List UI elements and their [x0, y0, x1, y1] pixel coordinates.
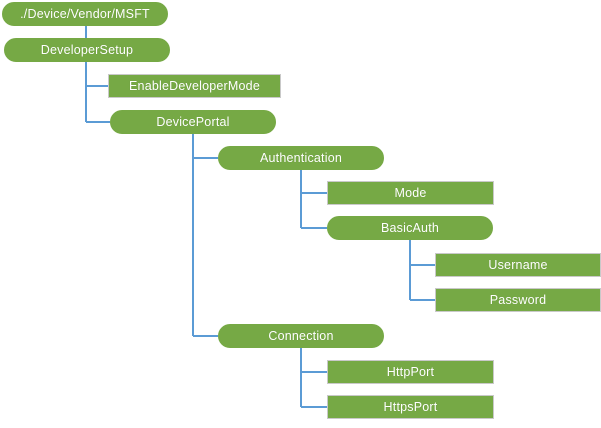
connector-authentication-to-basicauth: [300, 170, 327, 229]
tree-node-label: DeveloperSetup: [40, 42, 134, 57]
tree-node-httpport[interactable]: HttpPort: [327, 360, 494, 384]
tree-node-label: EnableDeveloperMode: [129, 78, 260, 93]
connector-deviceportal-to-connection: [192, 134, 218, 337]
tree-node-developersetup[interactable]: DeveloperSetup: [4, 38, 170, 62]
tree-node-label: BasicAuth: [380, 220, 440, 235]
tree-node-label: Authentication: [259, 150, 343, 165]
tree-node-enabledevelopermode[interactable]: EnableDeveloperMode: [108, 74, 281, 98]
tree-node-basicauth[interactable]: BasicAuth: [327, 216, 493, 240]
tree-node-deviceportal[interactable]: DevicePortal: [110, 110, 276, 134]
connector-connection-to-httpport: [300, 348, 327, 373]
tree-node-mode[interactable]: Mode: [327, 181, 494, 205]
connector-developersetup-to-deviceportal: [85, 62, 110, 123]
tree-node-connection[interactable]: Connection: [218, 324, 384, 348]
connector-authentication-to-mode: [300, 170, 327, 194]
tree-node-label: Connection: [268, 328, 334, 343]
tree-node-httpsport[interactable]: HttpsPort: [327, 395, 494, 419]
tree-node-label: HttpsPort: [383, 399, 438, 414]
connector-connection-to-httpsport: [300, 348, 327, 408]
connector-deviceportal-to-authentication: [192, 134, 218, 159]
tree-node-label: Mode: [394, 185, 427, 200]
connector-basicauth-to-password: [409, 240, 435, 301]
tree-node-label: DevicePortal: [156, 114, 230, 129]
tree-node-authentication[interactable]: Authentication: [218, 146, 384, 170]
tree-node-password[interactable]: Password: [435, 288, 601, 312]
connector-developersetup-to-enabledevelopermode: [85, 62, 108, 87]
tree-node-username[interactable]: Username: [435, 253, 601, 277]
tree-node-root[interactable]: ./Device/Vendor/MSFT: [2, 2, 168, 26]
connector-basicauth-to-username: [409, 240, 435, 266]
tree-node-label: Username: [488, 257, 548, 272]
tree-node-label: Password: [489, 292, 547, 307]
tree-node-label: HttpPort: [386, 364, 435, 379]
tree-node-label: ./Device/Vendor/MSFT: [20, 6, 150, 21]
